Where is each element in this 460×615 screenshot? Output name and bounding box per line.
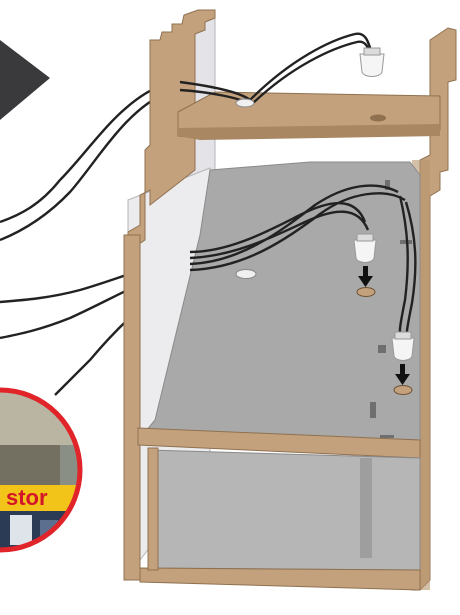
front-left-post <box>124 235 140 580</box>
led-bulb-icon <box>392 332 414 361</box>
middle-wire-grommet <box>236 270 256 279</box>
inset-shop-sign-text: stor <box>6 485 48 510</box>
led-mount-hole-1 <box>357 288 375 297</box>
photo-inset <box>0 390 80 551</box>
led-bulb-icon <box>354 234 376 263</box>
bottom-floor <box>148 450 420 570</box>
led-bulb-icon <box>360 48 384 77</box>
top-shelf-hole <box>370 115 386 122</box>
bottom-divider <box>360 458 372 558</box>
led-mount-hole-2 <box>394 386 412 395</box>
bottom-floor-front-edge <box>140 568 420 590</box>
bottom-left-post <box>148 448 158 570</box>
dark-backdrop-corner <box>0 40 50 120</box>
top-wire-grommet <box>236 99 254 107</box>
